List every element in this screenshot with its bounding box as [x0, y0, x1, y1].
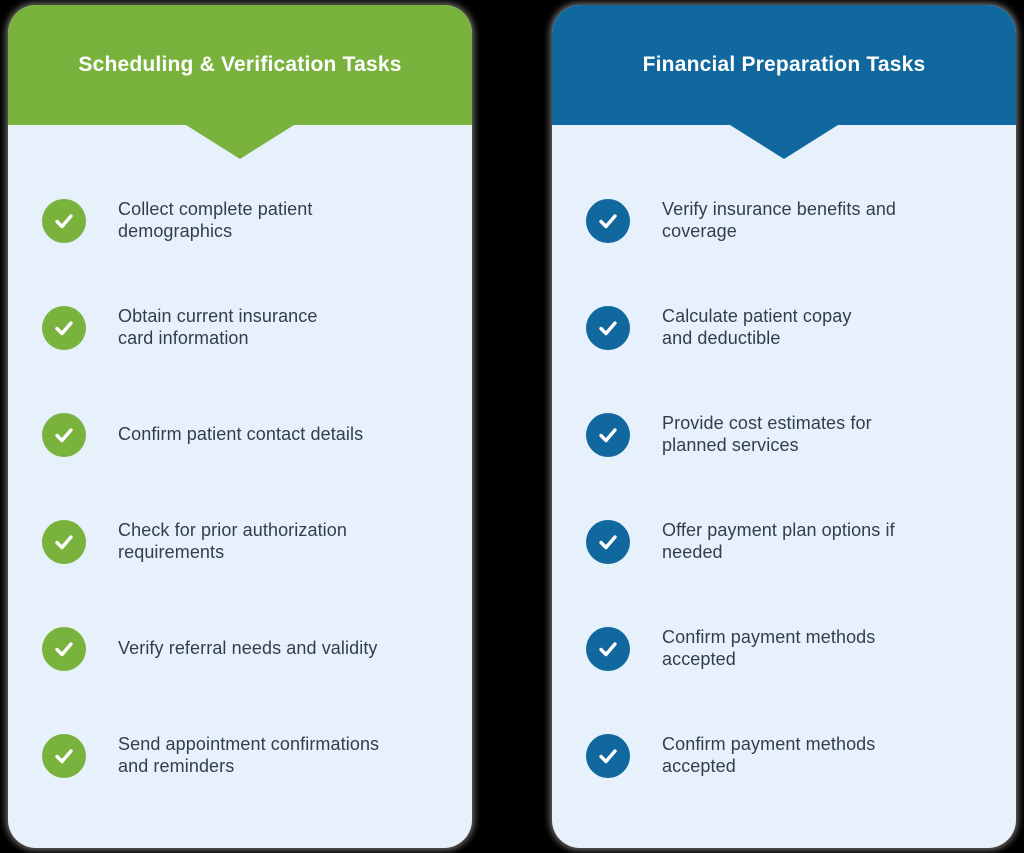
list-item-text: Confirm payment methods accepted [662, 733, 876, 776]
list-item: Collect complete patient demographics [42, 167, 446, 274]
check-circle-icon [586, 733, 630, 778]
list-item: Send appointment confirmations and remin… [42, 702, 446, 809]
check-circle-icon [42, 626, 86, 671]
list-item: Confirm payment methods accepted [586, 595, 990, 702]
list-item-text: Collect complete patient demographics [118, 198, 313, 241]
card-body: Collect complete patient demographics Ob… [8, 125, 472, 809]
list-item-text: Send appointment confirmations and remin… [118, 733, 380, 776]
card-header: Financial Preparation Tasks [552, 5, 1016, 159]
list-item: Offer payment plan options if needed [586, 488, 990, 595]
card-header: Scheduling & Verification Tasks [8, 5, 472, 159]
check-circle-icon [42, 519, 86, 564]
check-circle-icon [586, 305, 630, 350]
list-item-text: Calculate patient copay and deductible [662, 305, 852, 348]
list-item-text: Confirm patient contact details [118, 423, 364, 444]
list-item: Calculate patient copay and deductible [586, 274, 990, 381]
check-circle-icon [42, 305, 86, 350]
list-item: Provide cost estimates for planned servi… [586, 381, 990, 488]
list-item: Verify referral needs and validity [42, 595, 446, 702]
list-item-text: Provide cost estimates for planned servi… [662, 412, 872, 455]
check-circle-icon [586, 519, 630, 564]
check-circle-icon [42, 733, 86, 778]
list-item-text: Offer payment plan options if needed [662, 519, 895, 562]
check-circle-icon [42, 198, 86, 243]
list-item-text: Check for prior authorization requiremen… [118, 519, 348, 562]
task-card-scheduling: Scheduling & Verification Tasks Collect … [8, 5, 472, 848]
card-title: Financial Preparation Tasks [642, 53, 926, 76]
notch-pointer-icon [730, 125, 838, 159]
list-item: Confirm payment methods accepted [586, 702, 990, 809]
card-body: Verify insurance benefits and coverage C… [552, 125, 1016, 809]
list-item: Check for prior authorization requiremen… [42, 488, 446, 595]
check-circle-icon [586, 412, 630, 457]
list-item-text: Verify referral needs and validity [118, 637, 378, 658]
notch-pointer-icon [186, 125, 294, 159]
list-item-text: Verify insurance benefits and coverage [662, 198, 897, 241]
list-item-text: Obtain current insurance card informatio… [118, 305, 318, 348]
list-item: Obtain current insurance card informatio… [42, 274, 446, 381]
card-title: Scheduling & Verification Tasks [78, 53, 402, 76]
check-circle-icon [586, 626, 630, 671]
check-circle-icon [586, 198, 630, 243]
task-card-financial: Financial Preparation Tasks Verify insur… [552, 5, 1016, 848]
list-item: Verify insurance benefits and coverage [586, 167, 990, 274]
check-circle-icon [42, 412, 86, 457]
list-item-text: Confirm payment methods accepted [662, 626, 876, 669]
list-item: Confirm patient contact details [42, 381, 446, 488]
